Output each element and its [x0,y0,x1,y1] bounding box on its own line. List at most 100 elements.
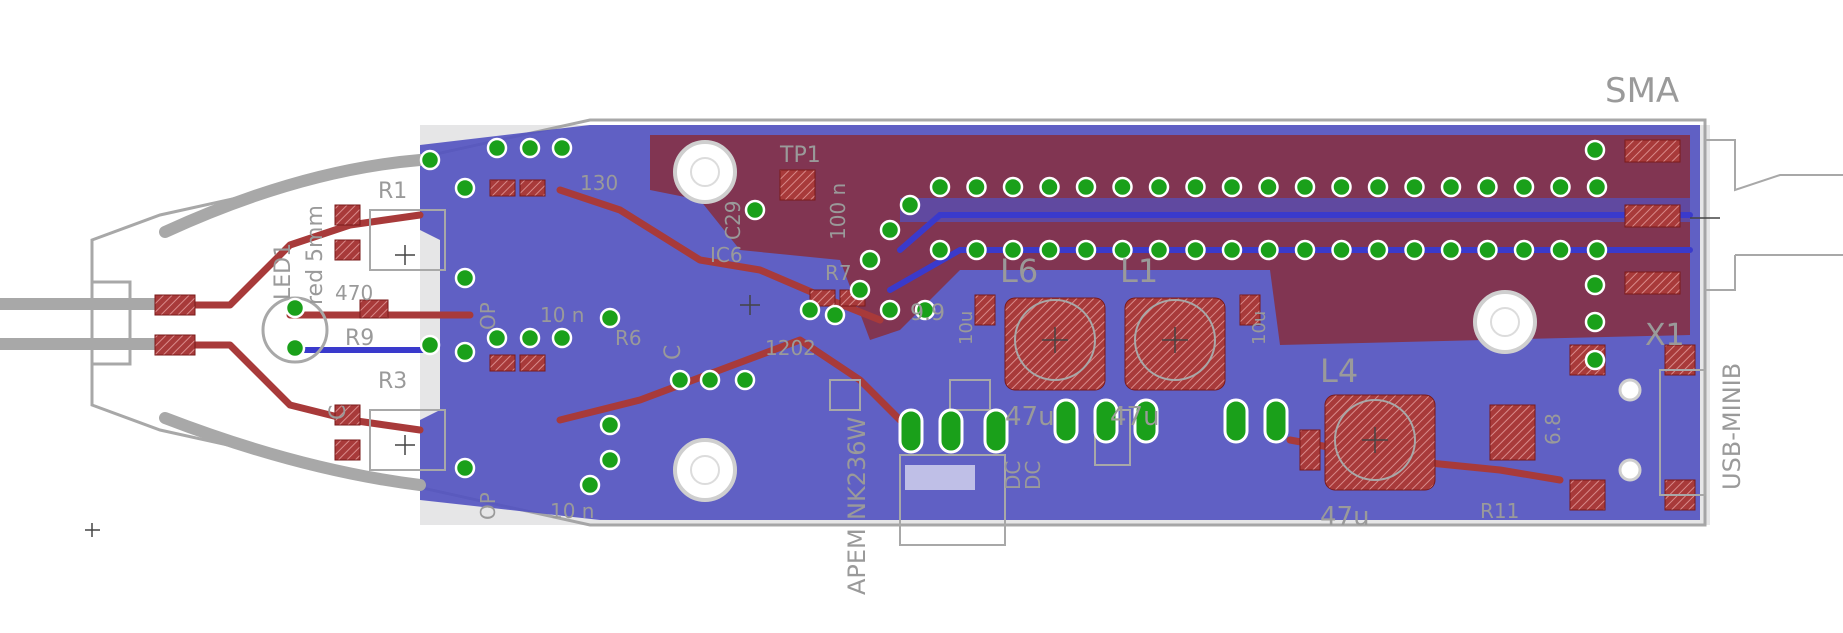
via [419,334,441,356]
via [1513,239,1535,261]
label-r11: R11 [1480,499,1519,523]
via [1550,176,1571,198]
label-r9: R9 [345,326,374,351]
via [859,249,881,271]
via [454,341,476,363]
vias [284,137,1608,496]
via [1584,311,1606,333]
via [929,239,951,261]
via [551,137,573,159]
via [1294,176,1316,198]
label-47u-a: 47u [1005,402,1055,432]
via [1294,239,1316,261]
via [419,149,441,171]
via [1185,239,1206,261]
via [486,327,508,349]
oval-pads [898,398,1289,454]
via [1039,239,1060,261]
label-sma: SMA [1605,71,1679,111]
via [1367,239,1389,261]
label-op-b: OP [476,492,500,520]
via [579,474,601,496]
via [1039,176,1060,198]
label-tp1: TP1 [779,143,821,168]
label-led-value: red 5mm [303,205,328,305]
label-1202: 1202 [765,336,816,360]
label-6-8: 6.8 [1541,413,1565,445]
silk-arc-top [159,154,426,238]
label-10u-a: 10u [956,311,977,345]
via [699,369,721,391]
label-c29: C29 [721,201,745,240]
label-47u-b: 47u [1110,402,1160,432]
via [879,219,901,241]
label-470: 470 [335,281,373,305]
via [1075,239,1097,261]
via [1404,176,1425,198]
via [966,239,987,261]
via [914,299,936,321]
via [284,337,306,359]
via [1584,349,1606,371]
label-l6: L6 [1000,252,1038,290]
via [799,299,821,321]
via [1221,239,1243,261]
label-nk236: NK236W [843,417,871,520]
via [929,176,951,198]
via [879,299,901,321]
input-wire-1 [0,298,165,310]
via [1331,176,1352,198]
via [454,457,476,479]
via [1112,239,1133,261]
via [1112,176,1133,198]
label-l4: L4 [1320,352,1358,390]
label-10n-b: 10 n [550,499,594,523]
label-r3: R3 [378,369,407,394]
via [669,369,691,391]
via [1404,239,1425,261]
via [454,267,476,289]
via [824,304,846,326]
via [1584,139,1606,161]
via [1002,176,1024,198]
via [454,177,476,199]
label-10u-b: 10u [1249,311,1270,345]
via [519,327,541,349]
via [1477,239,1498,261]
label-100n: 100 n [826,183,850,240]
label-c-a: C [326,405,351,420]
via [486,137,508,159]
via [1440,176,1462,198]
via [1367,176,1389,198]
crosshair-markers [85,217,1720,537]
label-dc-a: DC [1001,461,1025,490]
via [1477,176,1498,198]
label-r6: R6 [615,326,642,350]
label-9-9: 9.9 [910,301,945,326]
label-ic6: IC6 [710,243,743,267]
label-op-a: OP [476,302,500,330]
via [519,137,541,159]
via [599,414,621,436]
input-wire-2 [0,338,165,350]
label-130: 130 [580,171,618,195]
silkscreen-labels: SMA TP1 L6 L1 L4 X1 USB-MINIB LED1 red 5… [271,71,1746,595]
label-apem: APEM [843,528,871,595]
label-led1: LED1 [271,243,296,300]
via [1221,176,1243,198]
via [1075,176,1097,198]
inductor-outlines [1014,299,1416,481]
via [284,297,306,319]
connector-body [90,280,132,366]
via [1586,239,1608,261]
via [1550,239,1571,261]
via [1584,274,1606,296]
label-c-b: C [661,345,686,360]
label-r1: R1 [378,179,407,204]
label-10n-a: 10 n [540,303,584,327]
label-dc-b: DC [1021,461,1045,490]
via [1331,239,1352,261]
top-copper-pour [650,135,1690,345]
via [899,194,921,216]
